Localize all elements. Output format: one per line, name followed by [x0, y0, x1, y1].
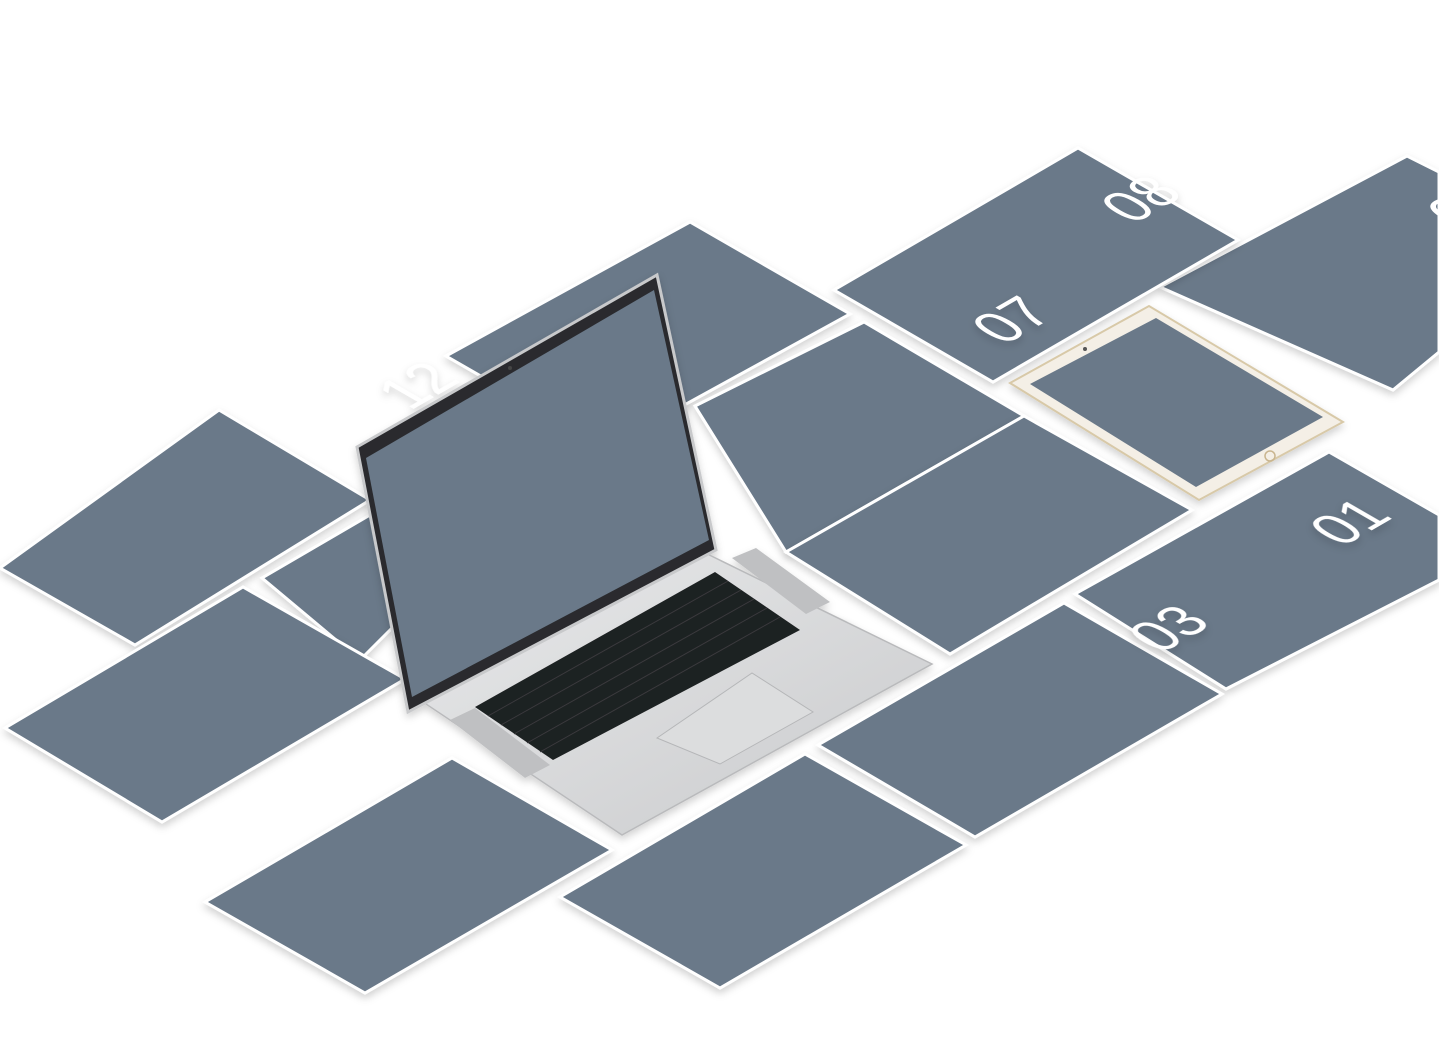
tablet-camera	[1083, 347, 1087, 351]
tablet-home-button	[1264, 450, 1276, 462]
card-02: 02	[1072, 450, 1439, 691]
laptop-speaker-right	[732, 548, 830, 614]
card-04: 04	[1156, 154, 1439, 392]
laptop-screen	[366, 290, 709, 697]
laptop-speaker-left	[450, 708, 550, 778]
laptop-icon	[355, 272, 934, 836]
tablet-icon	[1008, 304, 1346, 502]
tablet-screen	[1030, 318, 1323, 487]
laptop-key-grid	[487, 580, 781, 753]
laptop-camera	[508, 366, 512, 370]
laptop-trackpad	[655, 672, 814, 765]
